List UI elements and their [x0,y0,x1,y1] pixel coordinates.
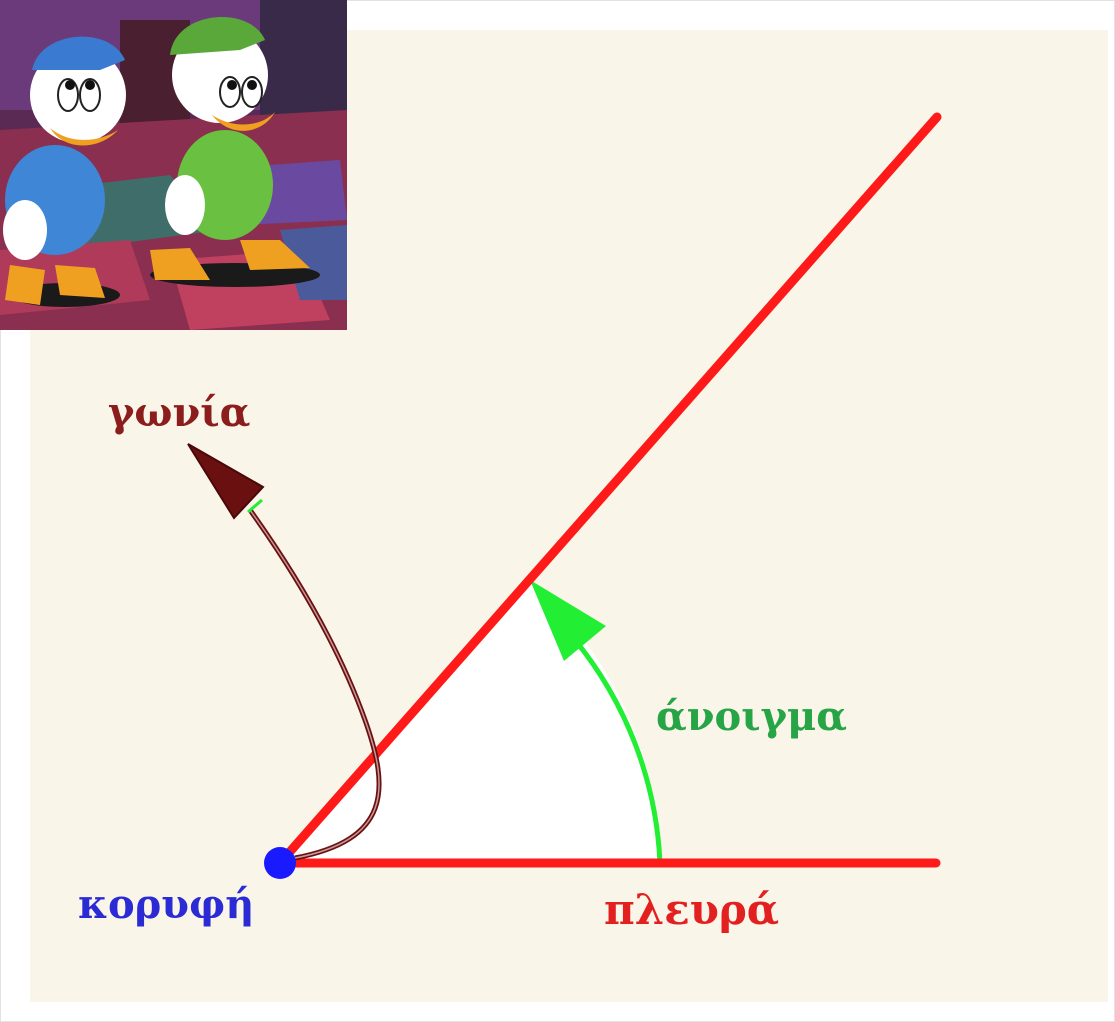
angle-pointer-line-inner [249,509,380,859]
vertex-dot [264,847,296,879]
cartoon-ducklings-image [0,0,347,330]
angle-sector [280,582,660,863]
opening-arc [573,638,663,864]
angle-label: γωνία [108,389,251,436]
vertex-label: κορυφή [78,881,255,928]
angle-pointer-tip-accent [247,498,263,514]
angle-pointer-arrowhead [187,443,265,520]
side-slanted [275,112,942,868]
side-label: πλευρά [604,885,780,934]
opening-label: άνοιγμα [656,693,848,740]
opening-arrowhead [530,580,606,661]
